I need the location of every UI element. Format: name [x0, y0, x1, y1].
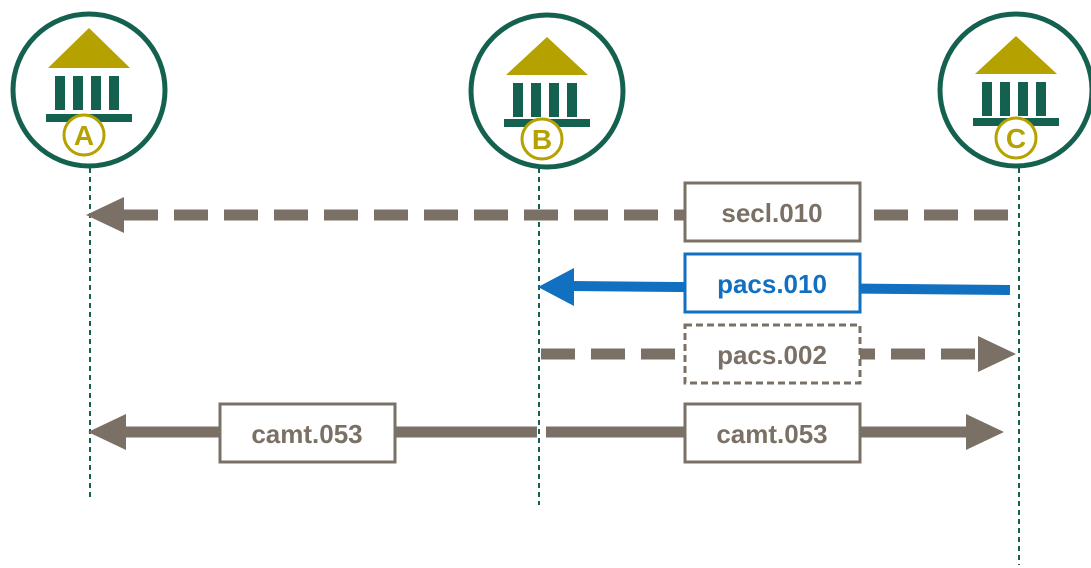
bank-node-b: B	[468, 12, 626, 170]
arrowhead-left	[538, 268, 574, 306]
message-label: secl.010	[721, 198, 822, 228]
message-box	[683, 181, 862, 243]
node-letter-badge	[62, 113, 106, 157]
node-ring	[468, 12, 626, 170]
message-label: pacs.010	[717, 269, 827, 299]
arrowhead-left	[86, 197, 124, 233]
message-box	[683, 402, 862, 464]
message-pacs-002: pacs.002	[541, 323, 1016, 385]
message-box	[218, 402, 397, 464]
message-camt-053-to-a: camt.053	[88, 402, 537, 464]
message-box	[683, 252, 862, 314]
arrowhead-right	[966, 414, 1004, 450]
lifelines	[89, 168, 1020, 565]
node-letter: B	[532, 124, 552, 155]
arrowhead-right	[978, 336, 1016, 372]
message-label: pacs.002	[717, 340, 827, 370]
message-label: camt.053	[716, 419, 827, 449]
message-pacs-010: pacs.010	[538, 252, 1011, 314]
node-ring	[937, 11, 1091, 169]
message-camt-053-to-c: camt.053	[546, 402, 1004, 464]
node-letter-badge	[994, 116, 1038, 160]
arrowhead-left	[88, 414, 126, 450]
node-letter-badge	[520, 117, 564, 161]
node-letter: C	[1006, 123, 1026, 154]
node-ring	[10, 11, 168, 169]
bank-node-c: C	[937, 11, 1091, 169]
bank-node-a: A	[10, 11, 168, 169]
message-secl-010: secl.010	[86, 181, 1008, 243]
message-label: camt.053	[251, 419, 362, 449]
message-box	[683, 323, 862, 385]
node-letter: A	[74, 120, 94, 151]
